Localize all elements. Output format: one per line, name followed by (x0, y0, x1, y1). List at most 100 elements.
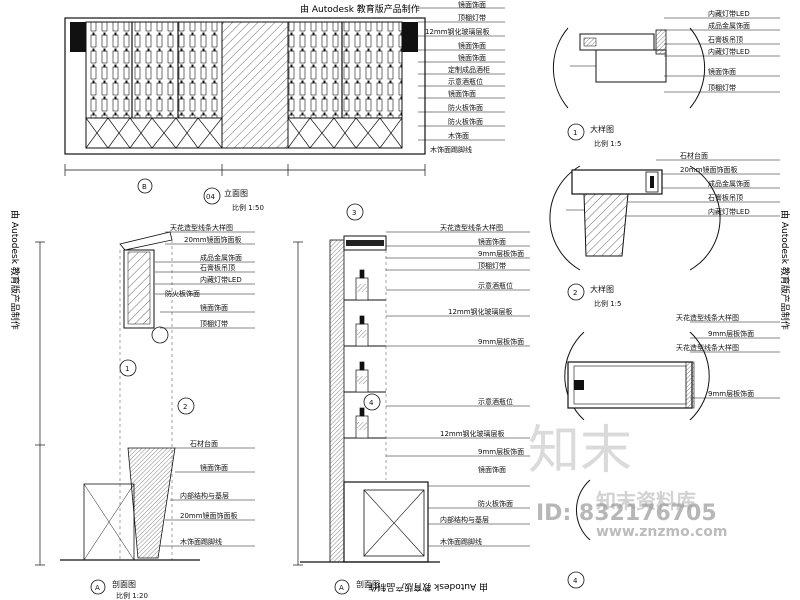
stamp-top: 由 Autodesk 教育版产品制作 (300, 3, 420, 15)
stamp-right: 由 Autodesk 教育版产品制作 (779, 210, 791, 330)
label-top-2: 12mm钢化玻璃层板 (425, 27, 490, 36)
dark-panel-right (402, 22, 418, 52)
detail-marker-3 (346, 203, 364, 221)
label-b-6: 9mm层板饰面 (478, 337, 524, 346)
label-top-1: 顶棚灯带 (458, 13, 486, 22)
mirror-panel-center (221, 21, 289, 149)
label-d4-3: 9mm层板饰面 (708, 389, 754, 398)
label-top-6: 示意酒瓶位 (448, 77, 483, 86)
label-a-8: 石材台面 (190, 439, 218, 448)
label-b-13: 木饰面踢脚线 (440, 537, 482, 546)
detail-marker-2 (177, 397, 195, 415)
bar-counter-section (127, 447, 176, 559)
label-b-7: 示意酒瓶位 (478, 397, 513, 406)
watermark-brand: 知末 (528, 421, 632, 481)
base-cabinet-b (343, 481, 429, 563)
label-d1-5: 顶棚灯带 (708, 83, 736, 92)
label-b-3: 顶棚灯带 (478, 261, 506, 270)
wine-rack-right (287, 21, 403, 119)
label-a-4: 内藏灯带LED (200, 275, 242, 284)
watermark-id: ID: 832176705 (536, 501, 717, 526)
label-top-11: 木饰面踢脚线 (430, 145, 472, 154)
section-a: 1 2 天花造型线条大样图 20mm镜面饰面板 成品金属饰面 石膏板吊顶 内藏灯… (9, 210, 255, 600)
detail-marker-4-label: 4 (369, 399, 374, 407)
label-top-8: 防火板饰面 (448, 103, 483, 112)
label-top-10: 木饰面 (448, 131, 469, 140)
elevation-top: 镜面饰面 顶棚灯带 12mm钢化玻璃层板 镜面饰面 镜面饰面 定制成品酒柜 示意… (64, 0, 505, 212)
label-d4-2: 天花造型线条大样图 (676, 343, 739, 352)
section-b-title: 剖面图 (356, 579, 380, 589)
detail-marker-1-label: 1 (125, 365, 129, 373)
watermark-brand-sub: 知末资料库 (596, 489, 696, 513)
detail-1-number (567, 123, 585, 141)
watermark-url: www.znzmo.com (596, 524, 728, 540)
detail-4-number-label: 4 (573, 577, 578, 585)
label-a-6: 镜面饰面 (200, 303, 228, 312)
detail-2-number-label: 2 (573, 289, 577, 297)
label-top-7: 镜面饰面 (448, 89, 476, 98)
label-a-10: 内部结构与基层 (180, 491, 229, 500)
label-b-12: 内部结构与基层 (440, 515, 489, 524)
label-d1-2: 石膏板吊顶 (708, 35, 743, 44)
dark-panel-left (70, 22, 86, 52)
view-scale-top: 比例 1:50 (232, 203, 264, 212)
watermark: 知末 知末资料库 ID: 832176705 www.znzmo.com (528, 421, 728, 540)
label-a-3: 石膏板吊顶 (200, 263, 235, 272)
label-top-4: 镜面饰面 (458, 53, 486, 62)
label-d4-0: 天花造型线条大样图 (676, 313, 739, 322)
section-marker-b (137, 178, 153, 194)
view-title-top: 立面图 (224, 188, 248, 198)
label-top-9: 防火板饰面 (448, 117, 483, 126)
label-b-5: 12mm钢化玻璃层板 (448, 307, 513, 316)
stamp-bottom: 由 Autodesk 教育版产品制作 (368, 581, 488, 593)
stamp-left: 由 Autodesk 教育版产品制作 (9, 210, 21, 330)
label-d1-3: 内藏灯带LED (708, 47, 750, 56)
section-a-scale: 比例 1:20 (116, 591, 148, 600)
label-d1-0: 内藏灯带LED (708, 9, 750, 18)
detail-marker-1 (119, 359, 137, 377)
label-a-12: 木饰面踢脚线 (180, 537, 222, 546)
label-top-3: 镜面饰面 (458, 41, 486, 50)
section-tag-b (334, 579, 350, 595)
detail-2-title: 大样图 (590, 284, 614, 294)
label-a-9: 镜面饰面 (200, 463, 228, 472)
detail-marker-4 (363, 393, 381, 411)
label-top-5: 定制成品酒柜 (448, 65, 490, 74)
wine-rack-left (85, 21, 223, 119)
section-marker-b-label: B (142, 183, 147, 191)
detail-2: 石材台面 20mm镜面饰面板 成品金属饰面 石膏板吊顶 内藏灯带LED 2 大样… (549, 151, 780, 308)
detail-2-scale: 比例 1:5 (594, 299, 622, 308)
label-a-2: 成品金属饰面 (200, 253, 242, 262)
view-number-04 (203, 187, 221, 205)
label-b-8: 12mm钢化玻璃层板 (440, 429, 505, 438)
label-b-9: 9mm层板饰面 (478, 447, 524, 456)
detail-2-number (567, 283, 585, 301)
label-b-4: 示意酒瓶位 (478, 281, 513, 290)
label-b-1: 镜面饰面 (478, 237, 506, 246)
label-a-5: 防火板饰面 (165, 289, 200, 298)
detail-marker-3-label: 3 (352, 209, 356, 217)
label-b-11: 防火板饰面 (478, 499, 513, 508)
label-a-7: 顶棚灯带 (200, 319, 228, 328)
label-top-0: 镜面饰面 (458, 0, 486, 9)
label-a-1: 20mm镜面饰面板 (184, 235, 242, 244)
label-d2-4: 内藏灯带LED (708, 207, 750, 216)
label-b-2: 9mm层板饰面 (478, 249, 524, 258)
label-d2-1: 20mm镜面饰面板 (680, 165, 738, 174)
label-d2-2: 成品金属饰面 (708, 179, 750, 188)
detail-marker-2-label: 2 (183, 403, 187, 411)
detail-4-number (567, 571, 585, 589)
detail-1-title: 大样图 (590, 124, 614, 134)
section-tag-a (90, 579, 106, 595)
section-tag-a-label: A (95, 584, 100, 592)
label-b-10: 镜面饰面 (478, 465, 506, 474)
detail-1-scale: 比例 1:5 (594, 139, 622, 148)
label-d2-0: 石材台面 (680, 151, 708, 160)
detail-1-number-label: 1 (573, 129, 577, 137)
view-number-04-label: 04 (206, 193, 215, 201)
label-d1-1: 成品金属饰面 (708, 21, 750, 30)
wall-section (329, 239, 345, 563)
detail-4: 天花造型线条大样图 9mm层板饰面 天花造型线条大样图 9mm层板饰面 4 (564, 313, 780, 589)
